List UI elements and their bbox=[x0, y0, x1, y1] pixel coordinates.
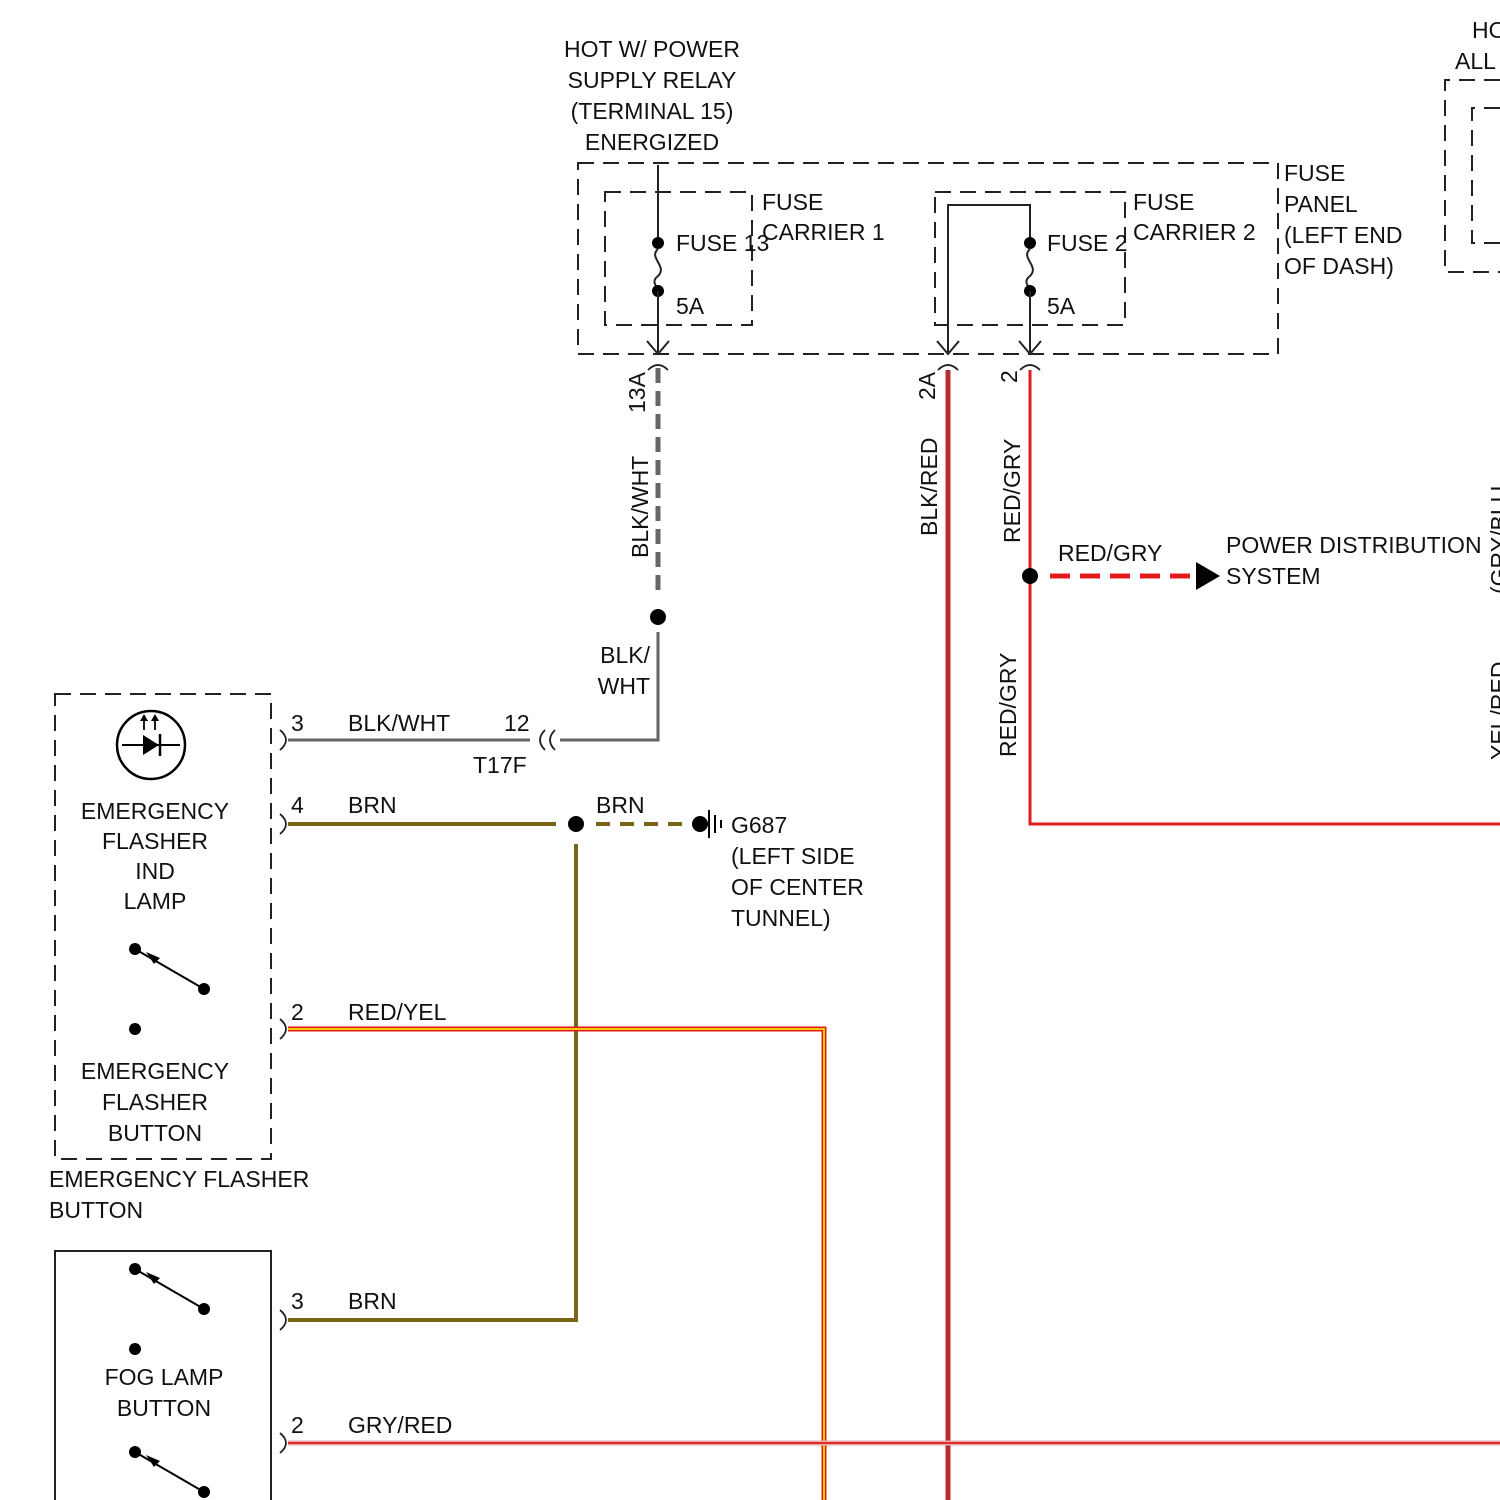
fuse2-label: FUSE 2 bbox=[1047, 230, 1128, 256]
wire-label-red-gry-lower: RED/GRY bbox=[995, 653, 1021, 757]
svg-text:BUTTON: BUTTON bbox=[49, 1197, 143, 1223]
svg-text:EMERGENCY FLASHER: EMERGENCY FLASHER bbox=[49, 1166, 309, 1192]
wire-label-blk-wht-row: BLK/WHT bbox=[348, 710, 450, 736]
svg-text:BUTTON: BUTTON bbox=[108, 1120, 202, 1146]
fog-pin3-mark bbox=[280, 1310, 286, 1330]
svg-text:IND: IND bbox=[135, 858, 175, 884]
wire-label-brn-fog: BRN bbox=[348, 1288, 397, 1314]
flasher-lamp-label: EMERGENCY FLASHER IND LAMP bbox=[81, 798, 229, 914]
terminal-13a: 13A bbox=[624, 371, 650, 413]
wire-label-brn-row: BRN bbox=[348, 792, 397, 818]
svg-text:SYSTEM: SYSTEM bbox=[1226, 563, 1321, 589]
splice-red-gry bbox=[1022, 568, 1038, 584]
flasher-pin4-mark bbox=[280, 814, 286, 834]
svg-text:FUSE: FUSE bbox=[1284, 160, 1345, 186]
connector-2-mark bbox=[1020, 365, 1040, 370]
ground-point bbox=[692, 816, 708, 832]
ground-label: G687 (LEFT SIDE OF CENTER TUNNEL) bbox=[731, 812, 864, 931]
fog-module-label: FOG LAMP BUTTON bbox=[105, 1364, 224, 1421]
connector-t17f-name: T17F bbox=[473, 752, 527, 778]
wire-label-gry-red: GRY/RED bbox=[348, 1412, 452, 1438]
connector-t17f-mark bbox=[540, 730, 555, 750]
wire-label-blk-red: BLK/RED bbox=[916, 438, 942, 536]
svg-text:(TERMINAL 15): (TERMINAL 15) bbox=[571, 98, 734, 124]
splice-blk-wht bbox=[650, 609, 666, 625]
svg-text:OF CENTER: OF CENTER bbox=[731, 874, 864, 900]
flasher-button-label: EMERGENCY FLASHER BUTTON bbox=[81, 1058, 229, 1146]
svg-text:PANEL: PANEL bbox=[1284, 191, 1358, 217]
flasher-pin4: 4 bbox=[291, 792, 304, 818]
top-right-cut-label: HO ALL bbox=[1455, 17, 1500, 74]
fuse2-top-terminal bbox=[1024, 237, 1036, 249]
fuse13-element bbox=[654, 249, 660, 291]
right-cut-vertical-upper: (GRY/BLU bbox=[1486, 486, 1500, 594]
svg-text:ALL: ALL bbox=[1455, 48, 1496, 74]
svg-text:G687: G687 bbox=[731, 812, 787, 838]
fuse-carrier-2-label: FUSE CARRIER 2 bbox=[1133, 189, 1256, 245]
fuse-panel-label: FUSE PANEL (LEFT END OF DASH) bbox=[1284, 160, 1402, 279]
svg-text:HO: HO bbox=[1472, 17, 1500, 43]
connector-t17f-pin: 12 bbox=[504, 710, 530, 736]
svg-text:SUPPLY RELAY: SUPPLY RELAY bbox=[568, 67, 737, 93]
svg-text:FLASHER: FLASHER bbox=[102, 1089, 208, 1115]
fuse13-label: FUSE 13 bbox=[676, 230, 769, 256]
svg-text:FOG LAMP: FOG LAMP bbox=[105, 1364, 224, 1390]
fuse13-rating: 5A bbox=[676, 293, 705, 319]
flasher-pin3: 3 bbox=[291, 710, 304, 736]
svg-text:POWER DISTRIBUTION: POWER DISTRIBUTION bbox=[1226, 532, 1482, 558]
fuse2-element bbox=[1026, 249, 1032, 291]
svg-text:TUNNEL): TUNNEL) bbox=[731, 905, 831, 931]
wire-label-blk-wht-split: BLK/ WHT bbox=[598, 642, 651, 699]
switch-icon bbox=[129, 943, 210, 1035]
svg-text:(LEFT END: (LEFT END bbox=[1284, 222, 1402, 248]
flasher-module-caption: EMERGENCY FLASHER BUTTON bbox=[49, 1166, 309, 1223]
svg-text:EMERGENCY: EMERGENCY bbox=[81, 798, 229, 824]
svg-text:ENERGIZED: ENERGIZED bbox=[585, 129, 719, 155]
terminal-2a: 2A bbox=[914, 371, 940, 400]
fog-pin2: 2 bbox=[291, 1412, 304, 1438]
svg-text:BUTTON: BUTTON bbox=[117, 1395, 211, 1421]
wire-red-gry bbox=[1030, 370, 1500, 824]
power-distribution-arrow bbox=[1196, 562, 1220, 590]
wire-brn-fog bbox=[288, 844, 576, 1320]
svg-text:WHT: WHT bbox=[598, 673, 650, 699]
wire-label-blk-wht-vertical: BLK/WHT bbox=[627, 456, 653, 558]
svg-text:CARRIER 2: CARRIER 2 bbox=[1133, 219, 1256, 245]
fuse2-bridge-line bbox=[948, 205, 1030, 352]
flasher-pin3-mark bbox=[280, 730, 286, 750]
svg-text:EMERGENCY: EMERGENCY bbox=[81, 1058, 229, 1084]
fuse13-top-terminal bbox=[652, 237, 664, 249]
hot-source-label: HOT W/ POWER SUPPLY RELAY (TERMINAL 15) … bbox=[564, 36, 740, 155]
fog-pin2-mark bbox=[280, 1433, 286, 1453]
wire-label-red-yel: RED/YEL bbox=[348, 999, 447, 1025]
svg-text:(LEFT SIDE: (LEFT SIDE bbox=[731, 843, 855, 869]
led-lamp-icon bbox=[117, 711, 185, 779]
wire-label-red-gry-branch: RED/GRY bbox=[1058, 540, 1162, 566]
connector-2a-mark bbox=[938, 365, 958, 370]
right-partial-inner-box bbox=[1472, 108, 1500, 243]
svg-text:FUSE: FUSE bbox=[762, 189, 823, 215]
right-cut-vertical-lower: YEL/RED bbox=[1486, 662, 1500, 760]
wire-label-red-gry-upper: RED/GRY bbox=[999, 439, 1025, 543]
svg-text:LAMP: LAMP bbox=[124, 888, 187, 914]
wire-label-brn-ground: BRN bbox=[596, 792, 645, 818]
svg-text:HOT W/ POWER: HOT W/ POWER bbox=[564, 36, 740, 62]
flasher-pin2: 2 bbox=[291, 999, 304, 1025]
fuse2-rating: 5A bbox=[1047, 293, 1076, 319]
svg-text:CARRIER 1: CARRIER 1 bbox=[762, 219, 885, 245]
ground-icon bbox=[709, 810, 721, 838]
splice-brn bbox=[568, 816, 584, 832]
svg-text:OF DASH): OF DASH) bbox=[1284, 253, 1394, 279]
flasher-pin2-mark bbox=[280, 1019, 286, 1039]
fuse-carrier-1-label: FUSE CARRIER 1 bbox=[762, 189, 885, 245]
terminal-2: 2 bbox=[996, 370, 1022, 383]
svg-text:BLK/: BLK/ bbox=[600, 642, 650, 668]
power-distribution-label: POWER DISTRIBUTION SYSTEM bbox=[1226, 532, 1482, 589]
fog-pin3: 3 bbox=[291, 1288, 304, 1314]
svg-text:FUSE: FUSE bbox=[1133, 189, 1194, 215]
svg-text:FLASHER: FLASHER bbox=[102, 828, 208, 854]
